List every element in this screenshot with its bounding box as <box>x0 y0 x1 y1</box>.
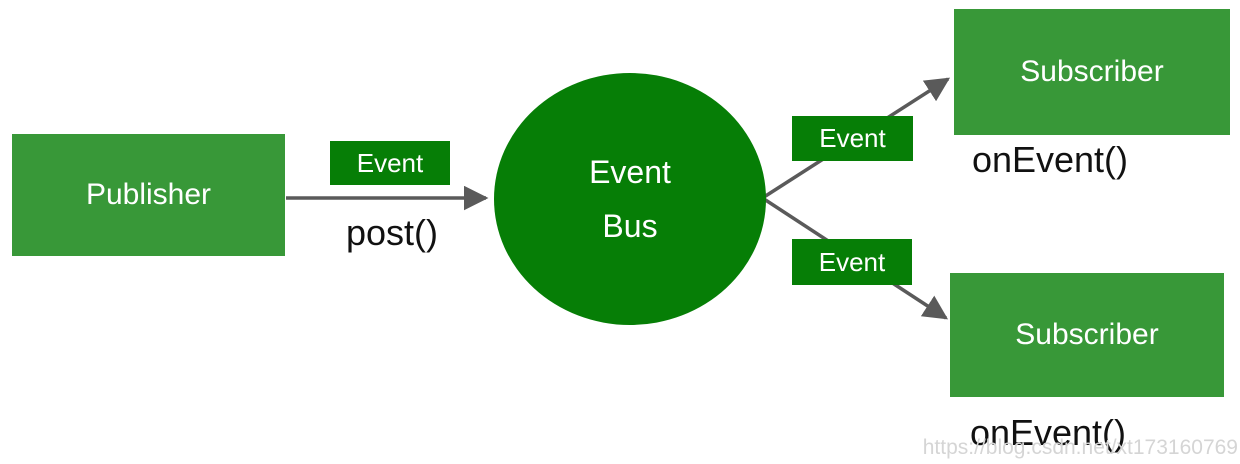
subscriber-top-node: Subscriber <box>954 9 1230 135</box>
event-tag-bottom-right: Event <box>792 239 912 285</box>
event-tag-left: Event <box>330 141 450 185</box>
publisher-node: Publisher <box>12 134 285 256</box>
event-bus-node: Event Bus <box>494 73 766 325</box>
onevent-top-label: onEvent() <box>971 139 1129 180</box>
event-bus-label-line2: Bus <box>602 208 658 244</box>
publisher-label: Publisher <box>85 178 212 211</box>
event-tag-bottom-right-label: Event <box>818 246 886 277</box>
watermark-text: https://blog.csdn.net/xt173160769 <box>922 436 1238 459</box>
subscriber-bottom-node: Subscriber <box>950 273 1224 397</box>
post-method-label: post() <box>345 212 439 253</box>
event-tag-top-right: Event <box>792 116 913 161</box>
subscriber-bottom-label: Subscriber <box>1015 318 1159 351</box>
event-tag-left-label: Event <box>356 147 424 178</box>
onevent-bottom-label: onEvent() <box>969 412 1127 453</box>
subscriber-top-label: Subscriber <box>1020 55 1164 88</box>
event-tag-top-right-label: Event <box>819 123 886 153</box>
event-bus-label-line1: Event <box>589 154 671 190</box>
